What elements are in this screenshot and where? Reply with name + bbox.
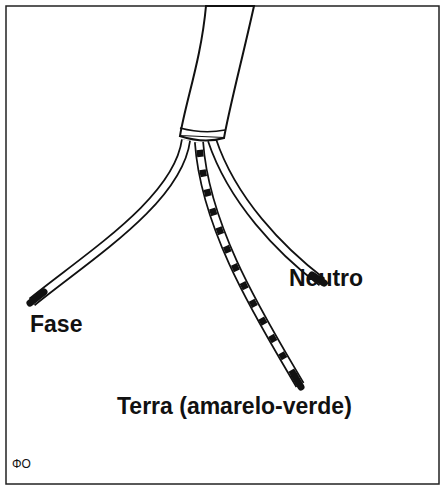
phase-wire — [30, 140, 186, 303]
frame — [6, 6, 439, 484]
wire-label: Terra (amarelo-verde) — [117, 394, 352, 419]
watermark: ΦO — [12, 458, 31, 471]
wire-label: Fase — [30, 312, 82, 337]
earth-wire — [199, 142, 301, 387]
cable-sheath — [180, 6, 254, 140]
wire-label: Neutro — [289, 266, 363, 291]
